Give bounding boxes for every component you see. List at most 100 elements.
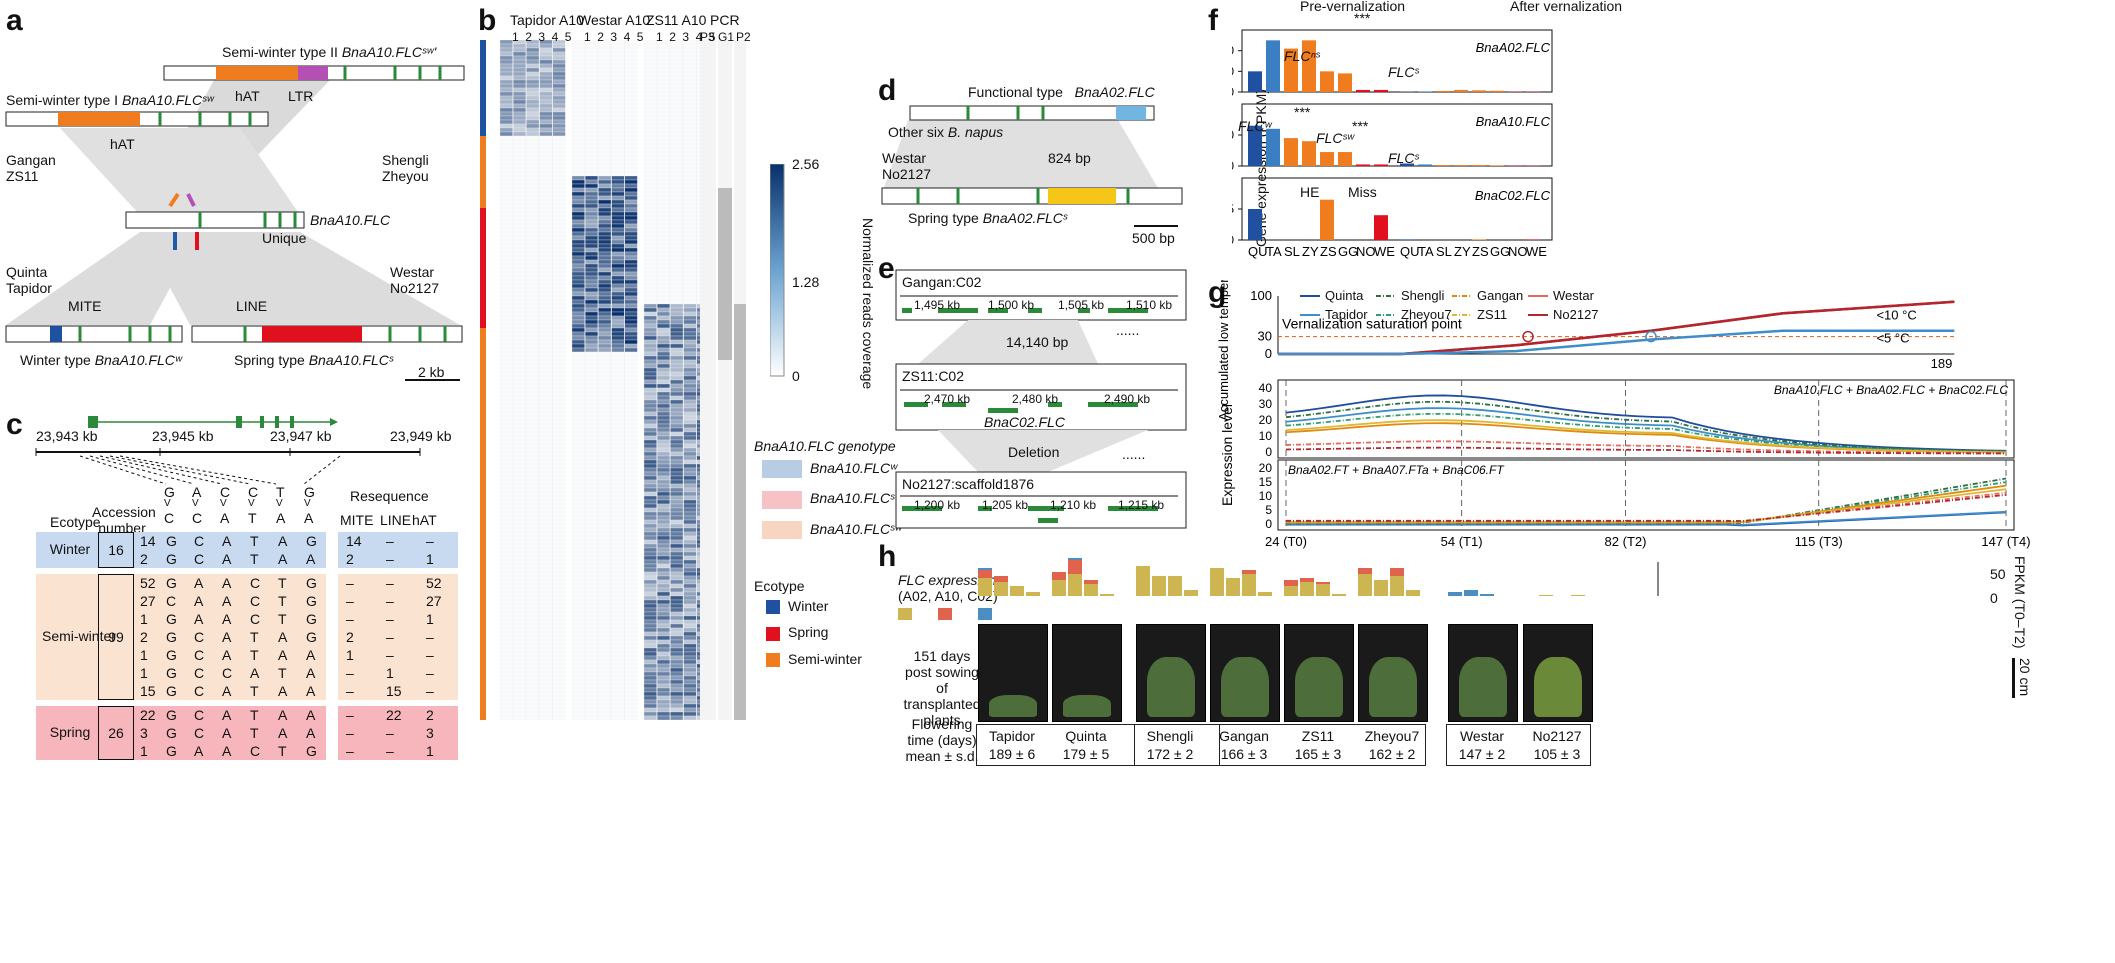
heatmap-cell [611,83,625,89]
pcr-cell [700,636,716,640]
heatmap-cell [643,503,657,509]
heatmap-cell [643,399,657,405]
heatmap-cell [526,315,540,321]
heatmap-cell [624,47,638,53]
heatmap-cell [499,547,513,553]
heatmap-cell [657,511,670,517]
heatmap-cell [657,51,670,57]
pcr-cell [718,176,732,180]
heatmap-cell [683,251,697,257]
heatmap-cell [539,183,553,189]
heatmap-cell [624,479,638,485]
colorbar-mid: 1.28 [792,274,820,290]
heatmap-cell [571,591,585,597]
heatmap-cell [657,215,670,221]
heatmap-cell [683,511,697,517]
heatmap-cell [643,291,657,297]
heatmap-cell [670,271,684,277]
snp-allele: A [222,647,232,663]
pcr-cell [734,168,746,172]
g-legend-swatch [1452,294,1472,297]
heatmap-cell [657,347,670,353]
heatmap-cell [571,179,585,185]
heatmap-cell [552,467,566,473]
heatmap-cell [585,431,598,437]
heatmap-cell [643,127,657,133]
pcr-cell [718,516,732,520]
g-lt10: <10 °C [1876,307,1916,322]
heatmap-cell [552,283,566,289]
heatmap-cell [552,119,566,125]
heatmap-cell [670,359,684,365]
pcr-cell [718,72,732,76]
heatmap-cell [499,40,513,45]
heatmap-cell [624,115,638,121]
heatmap-cell [552,335,566,341]
heatmap-cell [657,571,670,577]
heatmap-cell [499,87,513,93]
heatmap-cell [571,607,585,613]
h-flc-bar [1300,578,1314,582]
heatmap-cell [539,167,553,173]
heatmap-cell [643,355,657,361]
heatmap-cell [526,107,540,113]
heatmap-cell [526,639,540,645]
c-coord-2: 23,945 kb [152,428,214,444]
heatmap-cell [571,127,585,133]
heatmap-cell [683,603,697,609]
reseq-value: 52 [426,575,442,591]
heatmap-cell [624,567,638,573]
f-category-after: GG [1490,244,1510,259]
pcr-cell [734,420,746,424]
heatmap-cell [683,387,697,393]
pcr-cell [700,52,716,56]
heatmap-cell [539,359,553,365]
heatmap-cell [571,283,585,289]
heatmap-cell [598,403,612,409]
ecotype-stripe [480,464,486,468]
heatmap-cell [598,123,612,129]
panel-d: Functional type BnaA02.FLC Other six B. … [878,70,1198,250]
heatmap-cell [552,155,566,161]
pcr-cell [700,492,716,496]
heatmap-cell [624,291,638,297]
pcr-cell [718,68,732,72]
heatmap-cell [585,471,598,477]
heatmap-cell [513,171,526,177]
heatmap-cell [683,335,697,341]
heatmap-cell [598,439,612,445]
heatmap-cell [683,671,697,677]
heatmap-cell [552,247,566,253]
pcr-cell [734,256,746,260]
heatmap-cell [611,711,625,717]
heatmap-cell [571,339,585,345]
heatmap-cell [624,283,638,289]
pcr-cell [718,232,732,236]
pcr-cell [700,188,716,192]
heatmap-cell [526,71,540,77]
heatmap-cell [624,643,638,649]
f-annot-miss: Miss [1348,184,1377,200]
heatmap-cell [526,331,540,337]
g-sat-label: Vernalization saturation point [1282,316,1462,332]
heatmap-cell [598,215,612,221]
pcr-cell [734,100,746,104]
heatmap-cell [611,443,625,449]
heatmap-cell [598,683,612,689]
heatmap-cell [499,715,513,720]
snp-allele: A [194,575,204,591]
heatmap-cell [598,707,612,713]
heatmap-cell [657,95,670,101]
heatmap-cell [624,383,638,389]
heatmap-cell [611,243,625,249]
heatmap-cell [585,663,598,669]
heatmap-cell [526,695,540,701]
heatmap-cell [611,123,625,129]
heatmap-cell [585,335,598,341]
heatmap-cell [643,263,657,269]
heatmap-cell [670,419,684,425]
pcr-cell [700,40,716,44]
pcr-cell [734,544,746,548]
heatmap-cell [552,107,566,113]
heatmap-cell [624,239,638,245]
